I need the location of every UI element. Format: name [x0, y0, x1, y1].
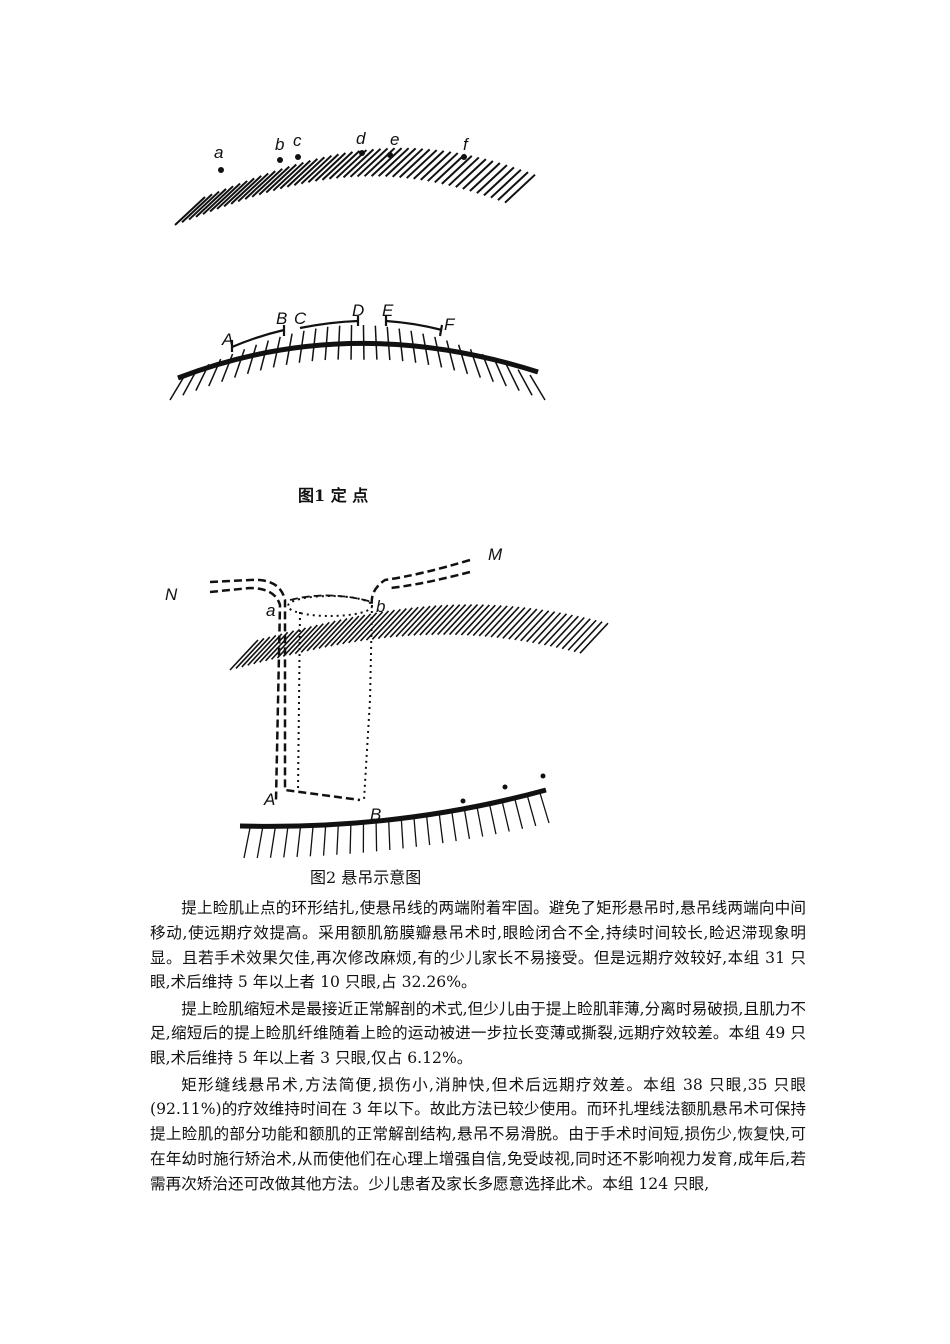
point-D: D: [352, 301, 364, 320]
point-e: e: [390, 130, 399, 149]
point-C: C: [294, 309, 307, 328]
point-F: F: [444, 315, 456, 334]
label-B: B: [370, 805, 381, 824]
paragraph: 提上睑肌止点的环形结扎,使悬吊线的两端附着牢固。避免了矩形悬吊时,悬吊线两端向中…: [150, 899, 806, 992]
brow-points: [218, 150, 467, 173]
figure2-caption: 图2 悬吊示意图: [310, 868, 422, 887]
lid-marking-lines: [177, 316, 539, 381]
eyelashes-2: [243, 792, 550, 859]
paragraph: 矩形缝线悬吊术,方法简便,损伤小,消肿快,但术后远期疗效差。本组 38 只眼,3…: [150, 1075, 806, 1193]
lid-margin-2: [239, 787, 547, 829]
point-f: f: [463, 135, 470, 154]
paragraph: 提上睑肌缩短术是最接近正常解剖的术式,但少儿由于提上睑肌菲薄,分离时易破损,且肌…: [150, 999, 806, 1068]
point-B: B: [276, 309, 287, 328]
point-c: c: [293, 131, 302, 150]
figure1-caption: 图1 定 点: [298, 486, 369, 505]
point-d: d: [356, 129, 366, 148]
point-A: A: [221, 330, 233, 349]
label-M: M: [488, 545, 503, 564]
point-a: a: [214, 143, 223, 162]
label-N: N: [165, 585, 178, 604]
eyelashes: [169, 325, 546, 401]
lid-dots: [460, 773, 546, 804]
point-E: E: [382, 301, 394, 320]
figure-illustrations: a b c d e f A B C D E F N M a b A B: [165, 129, 609, 859]
body-text: 提上睑肌止点的环形结扎,使悬吊线的两端附着牢固。避免了矩形悬吊时,悬吊线两端向中…: [150, 896, 806, 1198]
label-b: b: [376, 597, 385, 616]
suture-dashed: [209, 558, 471, 802]
label-a: a: [266, 601, 275, 620]
point-b: b: [275, 135, 284, 154]
label-A: A: [263, 790, 275, 809]
eyebrow-drawing: [174, 147, 536, 226]
suture-dotted: [287, 595, 373, 801]
eyebrow-drawing-2: [229, 604, 609, 671]
